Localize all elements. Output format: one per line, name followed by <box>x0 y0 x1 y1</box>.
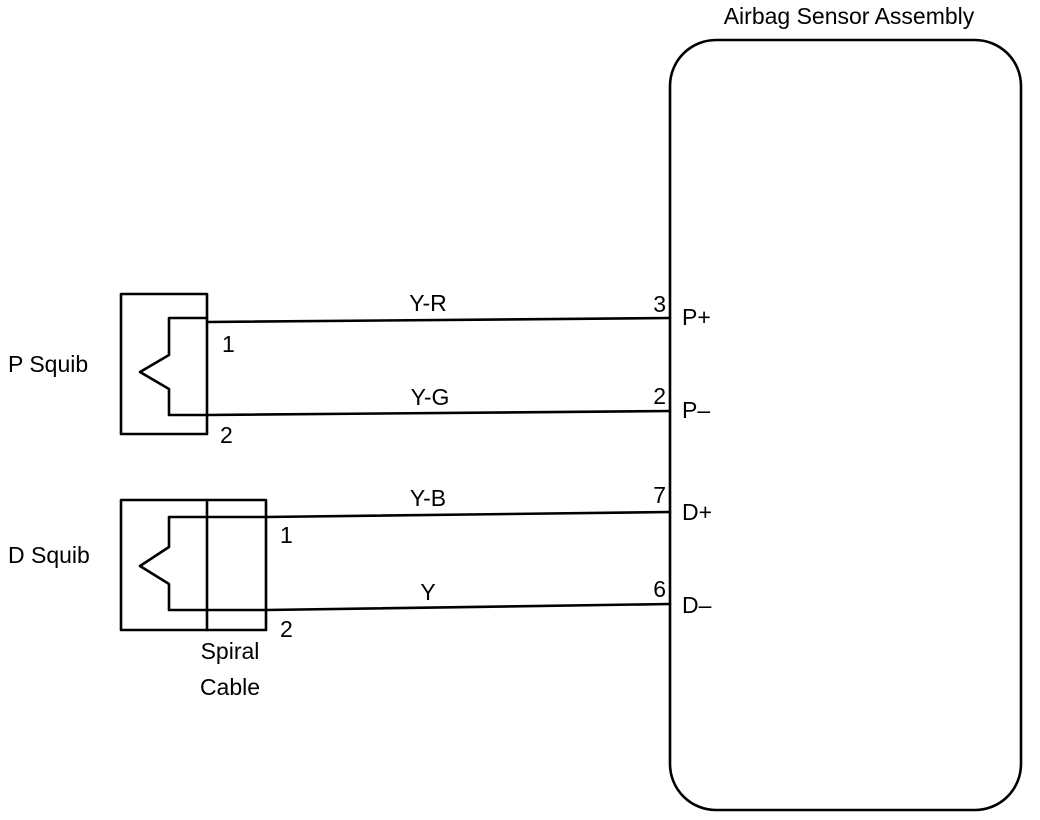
sensor-assembly-box <box>668 38 1023 812</box>
sensor-assembly-title: Airbag Sensor Assembly <box>724 3 975 29</box>
wire-y-g <box>205 409 672 417</box>
sensor-pin-3: 3 <box>653 291 666 317</box>
wire-y <box>264 602 672 612</box>
p-squib-element <box>138 316 209 417</box>
wire-y-g-label: Y-G <box>411 384 450 410</box>
p-squib-label: P Squib <box>8 351 88 377</box>
p-squib-pin-2: 2 <box>220 422 233 448</box>
terminal-d-plus: D+ <box>682 499 712 525</box>
wire-y-label: Y <box>420 579 435 605</box>
wire-y-r-label: Y-R <box>409 290 447 316</box>
wire-y-b <box>264 510 672 519</box>
wire-y-r <box>205 316 672 324</box>
d-squib-label: D Squib <box>8 542 90 568</box>
sensor-pin-7: 7 <box>653 482 666 508</box>
d-squib-box <box>119 498 268 632</box>
p-squib-pin-1: 1 <box>222 331 235 357</box>
sensor-pin-2: 2 <box>653 383 666 409</box>
terminal-d-minus: D– <box>682 592 712 618</box>
terminal-p-plus: P+ <box>682 304 711 330</box>
p-squib-box <box>119 292 209 436</box>
terminal-p-minus: P– <box>682 397 710 423</box>
sensor-pin-6: 6 <box>653 576 666 602</box>
spiral-cable-label-line1: Spiral <box>201 638 260 664</box>
d-squib-pin-1: 1 <box>280 522 293 548</box>
wire-y-b-label: Y-B <box>410 485 446 511</box>
d-squib-pin-2: 2 <box>280 616 293 642</box>
d-squib-element <box>138 515 268 612</box>
spiral-cable-label-line2: Cable <box>200 674 260 700</box>
